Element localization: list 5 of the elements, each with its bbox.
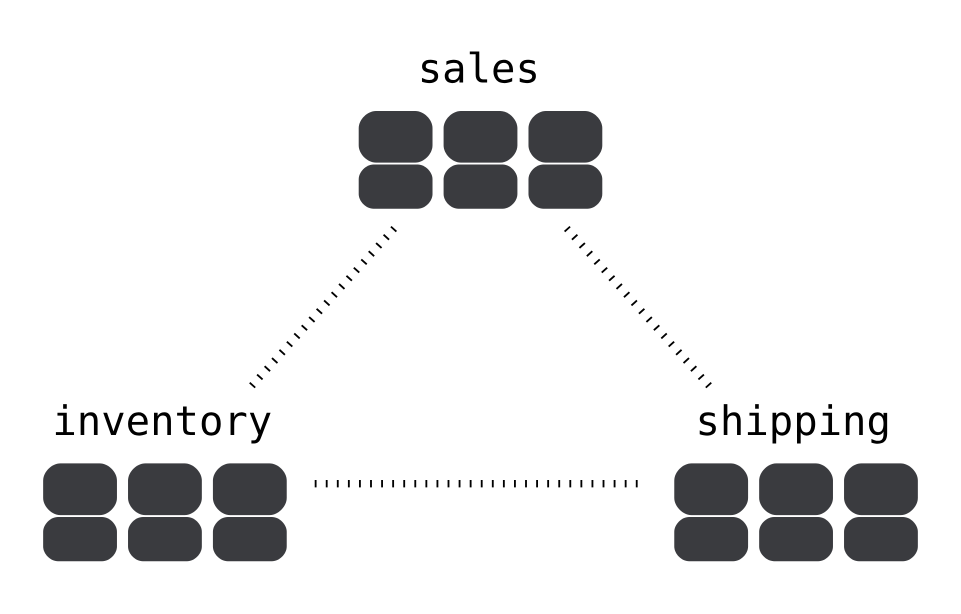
node-label: sales (418, 44, 540, 92)
node-label: inventory (52, 396, 272, 445)
connector (248, 225, 397, 389)
connector (564, 225, 713, 389)
node-label: shipping (695, 396, 891, 445)
